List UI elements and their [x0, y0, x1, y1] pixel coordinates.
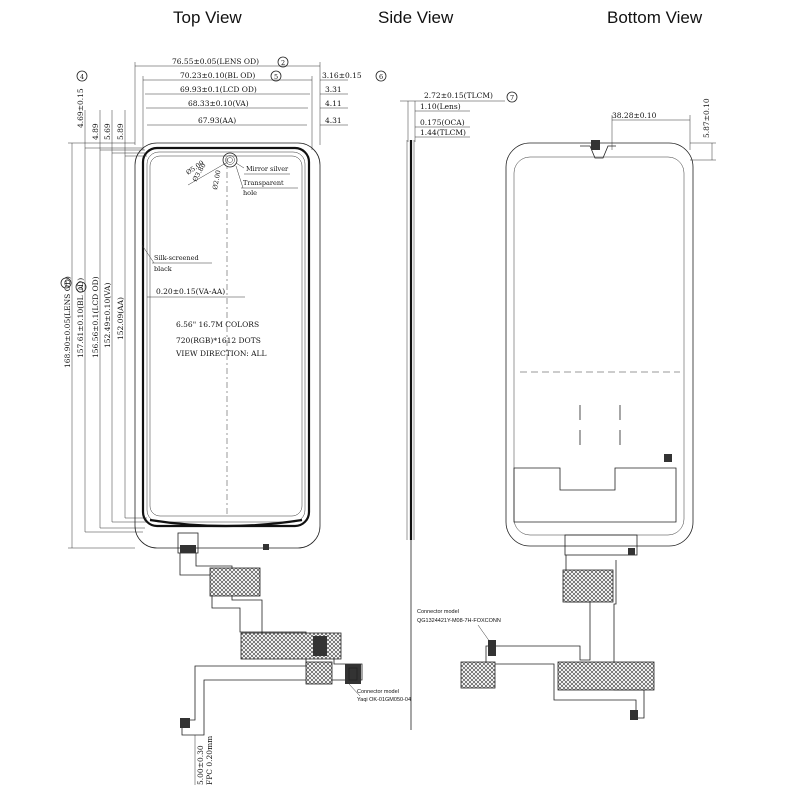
- spec-view-direction: VIEW DIRECTION: ALL: [175, 349, 266, 358]
- circle-mark-6: 6: [375, 70, 387, 82]
- dim-va-width: 68.33±0.10(VA): [188, 99, 249, 108]
- dim-left-3: 5.69: [103, 123, 112, 140]
- dim-lcd-od-width: 69.93±0.1(LCD OD): [180, 85, 257, 94]
- dim-lens-thickness: 1.10(Lens): [420, 102, 461, 111]
- callout-hole: hole: [243, 189, 257, 197]
- dim-fpc-thickness: FPC 0.20mm: [205, 736, 214, 785]
- side-view-title: Side View: [378, 8, 454, 27]
- side-view: 2.72±0.15(TLCM) 1.10(Lens) 0.175(OCA) 1.…: [400, 91, 518, 730]
- dim-lens-od-width: 76.55±0.05(LENS OD): [172, 57, 259, 66]
- dim-left-1: 4.69±0.15: [76, 88, 85, 128]
- spec-dots: 720(RGB)*1612 DOTS: [176, 336, 261, 345]
- dim-bottom-height: 5.87±0.10: [702, 98, 711, 138]
- dim-right-2: 3.31: [325, 85, 342, 94]
- dim-bl-od-height: 157.61±0.10(BL OD): [76, 278, 85, 358]
- dim-bottom-width: 38.28±0.10: [612, 111, 657, 120]
- dim-tlcm: 1.44(TLCM): [420, 128, 466, 137]
- top-fpc: [177, 532, 363, 736]
- dim-va-height: 152.49±0.10(VA): [103, 283, 112, 348]
- svg-text:4: 4: [80, 73, 84, 81]
- circle-mark-7: 7: [506, 91, 518, 103]
- bottom-view-title: Bottom View: [607, 8, 703, 27]
- svg-text:2: 2: [281, 59, 285, 67]
- svg-text:7: 7: [510, 94, 514, 102]
- dim-lcd-od-height: 156.56±0.1(LCD OD): [91, 276, 100, 358]
- width-dimension-lines: [134, 62, 348, 150]
- camera-hole: [222, 152, 238, 168]
- dim-oca: 0.175(OCA): [420, 118, 465, 127]
- bottom-view: 38.28±0.10 5.87±0.10 Connector model QG1…: [417, 98, 716, 720]
- dim-aa-height: 152.09(AA): [116, 297, 125, 340]
- bottom-connector-label: Connector model: [417, 609, 459, 615]
- dim-va-aa: 0.20±0.15(VA-AA): [156, 287, 225, 296]
- dim-lens-od-height: 168.90±0.05(LENS OD): [63, 276, 72, 368]
- dim-right-3: 4.11: [325, 99, 342, 108]
- svg-text:1: 1: [64, 280, 68, 288]
- spec-colors: 6.56" 16.7M COLORS: [176, 320, 259, 329]
- dim-fpc-width: 5.00±0.30: [196, 745, 205, 785]
- bottom-connector-model: QG1324421Y-M08-7H-FOXCONN: [417, 618, 501, 624]
- circle-mark-1: 1: [60, 277, 72, 289]
- bottom-fpc: [460, 534, 655, 720]
- dim-hole-2: Ø2.00: [211, 169, 222, 190]
- dim-left-2: 4.89: [91, 123, 100, 140]
- callout-mirror-silver: Mirror silver: [246, 165, 289, 173]
- dim-right-4: 4.31: [325, 116, 342, 125]
- dim-bl-od-width: 70.23±0.10(BL OD): [180, 71, 255, 80]
- circle-mark-4: 4: [76, 70, 88, 82]
- dim-aa-width: 67.93(AA): [198, 116, 236, 125]
- callout-silk-screened: Silk-screened: [154, 254, 199, 262]
- top-view: 76.55±0.05(LENS OD) 70.23±0.10(BL OD) 69…: [60, 56, 411, 785]
- dim-tlcm-total: 2.72±0.15(TLCM): [424, 91, 493, 100]
- top-view-title: Top View: [173, 8, 242, 27]
- circle-mark-2: 2: [277, 56, 289, 68]
- circle-mark-5: 5: [270, 70, 282, 82]
- callout-black: black: [154, 265, 172, 273]
- callout-transparent: Transparent: [243, 179, 284, 187]
- top-connector-label: Connector model: [357, 689, 399, 695]
- circle-mark-3: 3: [75, 281, 87, 293]
- height-dimension-lines: [68, 110, 147, 549]
- svg-text:5: 5: [274, 73, 278, 81]
- dim-left-4: 5.89: [116, 123, 125, 140]
- dim-right-1: 3.16±0.15: [322, 71, 362, 80]
- top-connector-model: Yaqi OK-01GM050-04: [357, 697, 411, 703]
- lens-outline: [134, 142, 321, 549]
- svg-text:3: 3: [79, 284, 83, 292]
- backlight-outline: [505, 142, 694, 547]
- svg-text:6: 6: [379, 73, 383, 81]
